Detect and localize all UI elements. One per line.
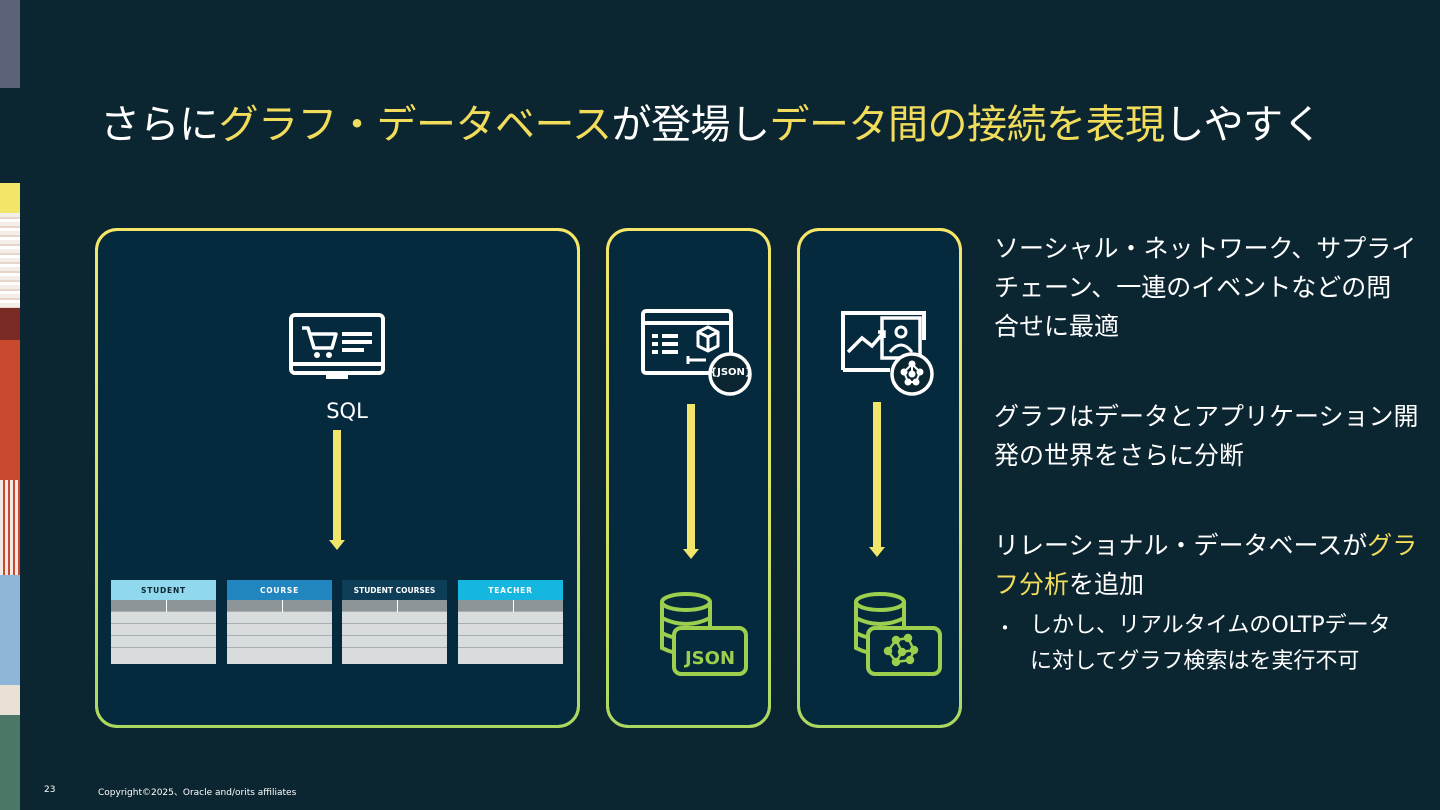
flow-arrow <box>687 404 695 549</box>
page-number: 23 <box>44 785 56 795</box>
side-paragraph-3: リレーショナル・データベースがグラ フ分析を追加 <box>994 526 1417 604</box>
sql-label: SQL <box>326 399 368 423</box>
json-document-icon <box>641 309 752 396</box>
title-part: さらに <box>100 102 219 148</box>
text-highlight: グラ <box>1367 531 1418 560</box>
bullet-item: しかし、リアルタイムのOLTPデータ に対してグラフ検索はを実行不可 <box>1030 608 1391 680</box>
flow-arrow-head <box>869 547 885 557</box>
table-student-courses: STUDENT COURSES <box>342 580 447 664</box>
table-header: COURSE <box>227 580 332 600</box>
side-paragraph-1: ソーシャル・ネットワーク、サプライ チェーン、一連のイベントなどの問 合せに最適 <box>994 229 1416 346</box>
flow-arrow-head <box>683 549 699 559</box>
table-student: STUDENT <box>111 580 216 664</box>
bullet-marker: ・ <box>995 616 1015 640</box>
flow-arrow-head <box>329 540 345 550</box>
table-header: STUDENT COURSES <box>342 580 447 600</box>
json-badge-text: {JSON} <box>710 367 753 378</box>
graph-analytics-icon <box>841 311 934 396</box>
text-line: 合せに最適 <box>994 312 1120 341</box>
table-teacher: TEACHER <box>458 580 563 664</box>
text-line: に対してグラフ検索はを実行不可 <box>1030 649 1360 674</box>
graph-database-icon <box>854 592 942 676</box>
text-line: チェーン、一連のイベントなどの問 <box>994 273 1392 302</box>
title-part: しやすく <box>1164 102 1323 148</box>
json-db-label: JSON <box>684 648 736 669</box>
table-header: TEACHER <box>458 580 563 600</box>
flow-arrow <box>873 402 881 547</box>
table-header: STUDENT <box>111 580 216 600</box>
text-line: ソーシャル・ネットワーク、サプライ <box>994 234 1417 263</box>
copyright-text: Copyright©2025、Oracle and/orits affiliat… <box>98 788 297 798</box>
slide-title: さらにグラフ・データベースが登場しデータ間の接続を表現しやすく <box>100 92 1323 150</box>
text-highlight: フ分析 <box>994 570 1070 599</box>
text-line: リレーショナル・データベースが <box>994 531 1368 560</box>
text-line: グラフはデータとアプリケーション開 <box>994 402 1419 431</box>
title-highlight: グラフ・データベース <box>218 102 613 148</box>
title-part: が登場し <box>611 102 771 148</box>
text-line: を追加 <box>1069 570 1145 599</box>
text-line: しかし、リアルタイムのOLTPデータ <box>1030 613 1391 638</box>
title-highlight: データ間の接続を表現 <box>769 102 1166 148</box>
decorative-side-strip <box>0 0 20 810</box>
json-database-icon <box>660 592 748 676</box>
side-paragraph-2: グラフはデータとアプリケーション開 発の世界をさらに分断 <box>994 397 1419 475</box>
table-course: COURSE <box>227 580 332 664</box>
cart-monitor-icon <box>289 313 385 379</box>
text-line: 発の世界をさらに分断 <box>994 441 1245 470</box>
flow-arrow <box>333 430 341 540</box>
